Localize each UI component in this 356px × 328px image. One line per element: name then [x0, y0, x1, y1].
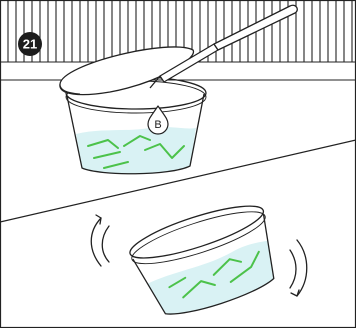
- drop-label: B: [154, 119, 161, 131]
- step-badge: 21: [18, 32, 42, 56]
- upper-liquid: [76, 127, 196, 174]
- step-number: 21: [23, 37, 37, 52]
